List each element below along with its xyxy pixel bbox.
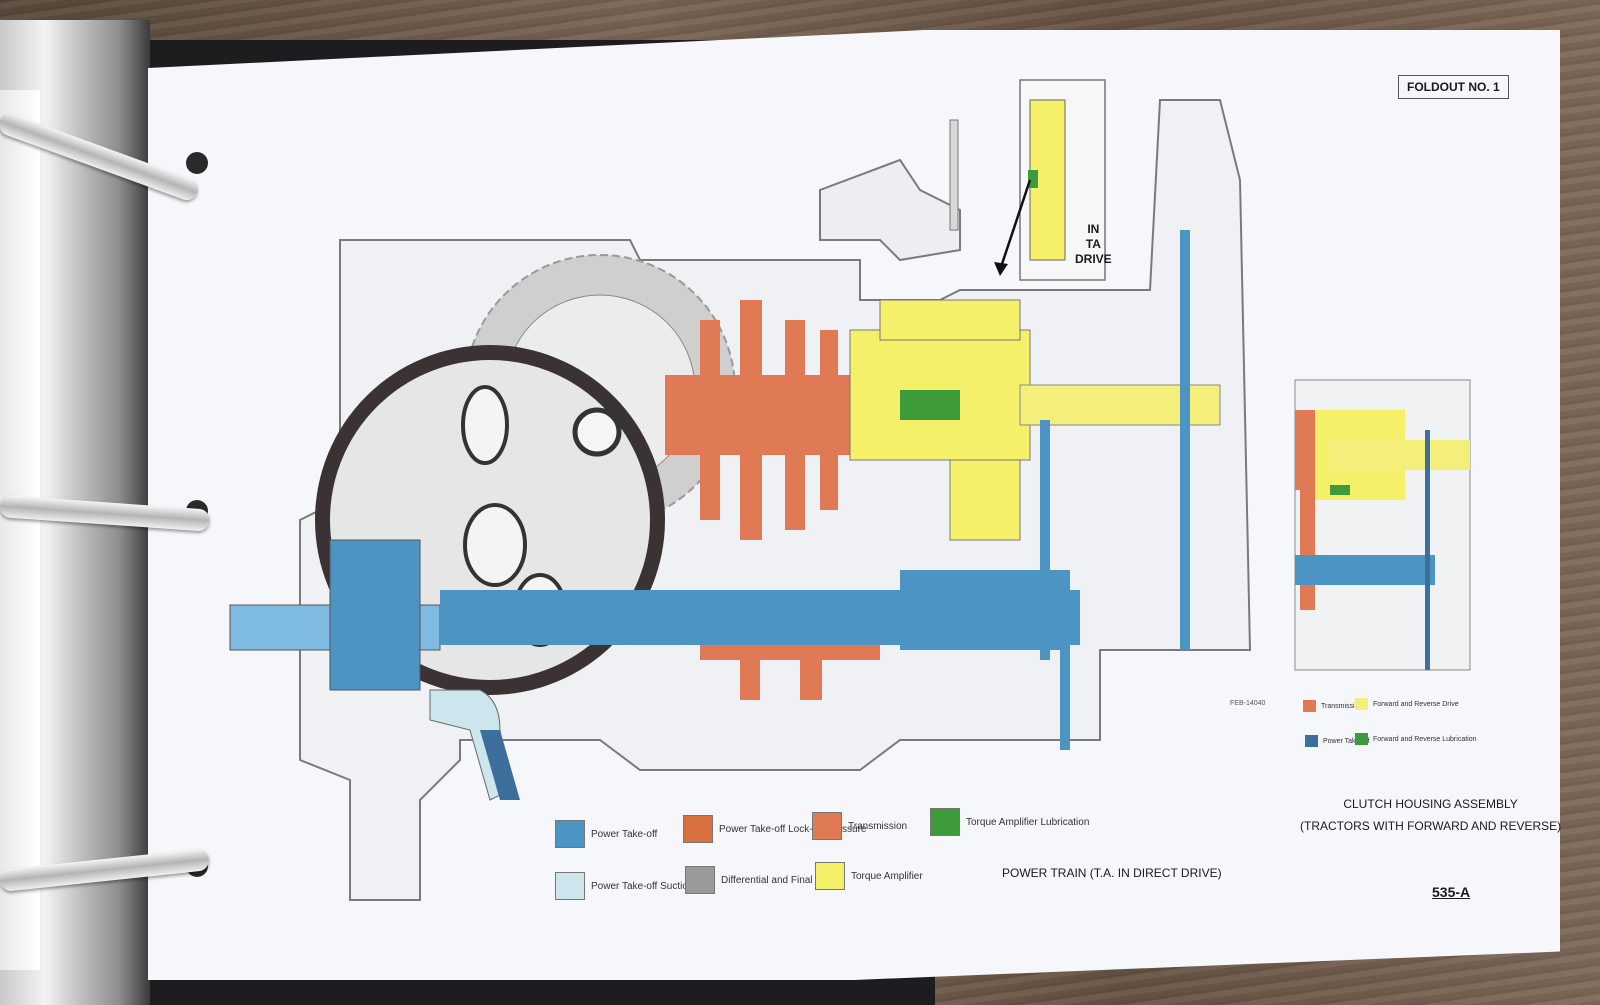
foldout-label: FOLDOUT NO. 1 [1398, 75, 1509, 99]
legend-label: Power Take-off [591, 828, 658, 840]
legend-swatch [683, 815, 713, 843]
clutch-caption-line: CLUTCH HOUSING ASSEMBLY [1343, 797, 1518, 811]
legend-item: Power Take-off Lock-up Pressure [683, 815, 866, 843]
legend-swatch [555, 872, 585, 900]
shift-lever [819, 158, 961, 262]
inset-caption-line: IN [1087, 222, 1100, 236]
small-legend-label: Transmission [1321, 702, 1363, 710]
legend-swatch [555, 820, 585, 848]
small-legend-item: Transmission [1303, 700, 1362, 712]
page-number: 535-A [1432, 884, 1471, 900]
legend-label: Torque Amplifier Lubrication [966, 816, 1090, 828]
small-legend-label: Forward and Reverse Drive [1373, 700, 1459, 708]
figure-number: FEB-14040 [1230, 700, 1266, 707]
lever-rod [949, 119, 959, 231]
small-legend-item: Forward and Reverse Drive [1355, 698, 1459, 710]
legend-label: Torque Amplifier [851, 870, 923, 882]
legend-item: Differential and Final Drive [685, 866, 839, 894]
legend-swatch [812, 812, 842, 840]
legend-label: Transmission [848, 820, 908, 832]
punch-hole [186, 152, 208, 174]
power-train-caption: POWER TRAIN (T.A. IN DIRECT DRIVE) [1002, 866, 1222, 880]
legend-label: Power Take-off Lock-up Pressure [719, 823, 867, 835]
small-legend-swatch [1355, 733, 1368, 745]
legend-swatch [815, 862, 845, 890]
small-legend-swatch [1355, 698, 1368, 710]
legend-swatch [930, 808, 960, 836]
inset-green-part [1028, 170, 1038, 188]
left-pages-stack [0, 90, 40, 970]
inset-pointer-arrow [998, 179, 1032, 271]
small-legend-item: Power Take-off [1305, 735, 1369, 747]
clutch-housing-caption: CLUTCH HOUSING ASSEMBLY (TRACTORS WITH F… [1300, 793, 1561, 837]
legend-item: Torque Amplifier [815, 862, 923, 890]
small-legend-item: Forward and Reverse Lubrication [1355, 733, 1477, 745]
legend-swatch [685, 866, 715, 894]
legend-label: Differential and Final Drive [721, 874, 839, 886]
pto-suction-pipe [429, 689, 511, 801]
inset-caption: IN TA DRIVE [1075, 222, 1112, 267]
legend-item: Power Take-off [555, 820, 657, 848]
small-legend-label: Forward and Reverse Lubrication [1373, 735, 1477, 743]
small-legend-swatch [1303, 700, 1316, 712]
small-legend-label: Power Take-off [1323, 737, 1370, 745]
inset-caption-line: DRIVE [1075, 252, 1112, 266]
legend-label: Power Take-off Suction [591, 880, 694, 892]
pinion-gear [572, 407, 622, 457]
legend-item: Power Take-off Suction [555, 872, 693, 900]
clutch-caption-line: (TRACTORS WITH FORWARD AND REVERSE) [1300, 819, 1562, 833]
transmission-shaft-orange [665, 375, 875, 455]
small-legend-swatch [1305, 735, 1318, 747]
legend-item: Torque Amplifier Lubrication [930, 808, 1089, 836]
inset-caption-line: TA [1085, 237, 1101, 251]
legend-item: Transmission [812, 812, 907, 840]
